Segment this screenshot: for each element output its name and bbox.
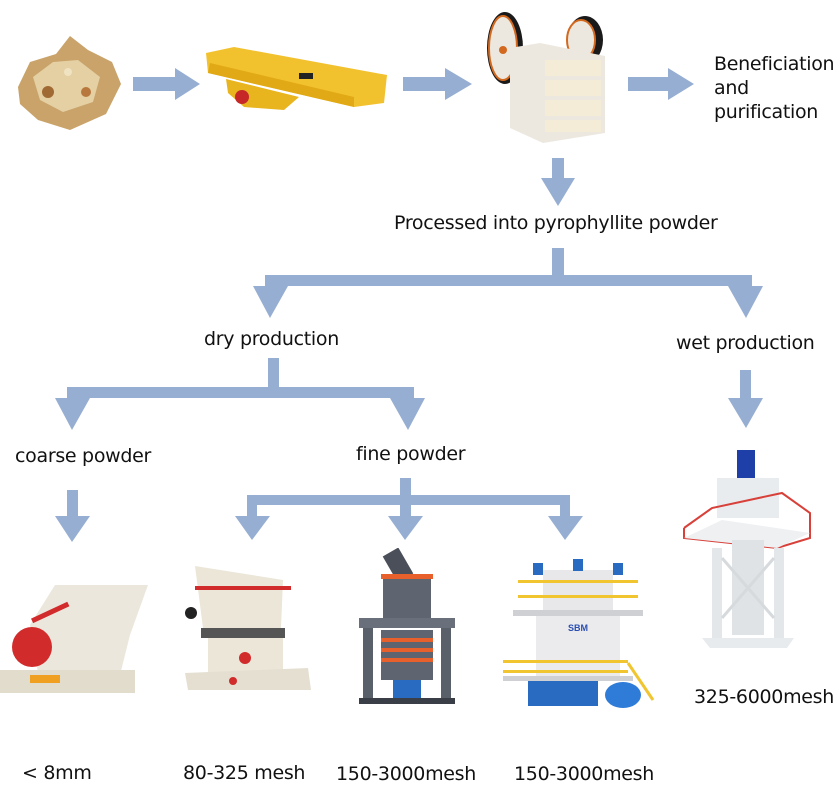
branch-dry — [55, 358, 425, 430]
processed-label: Processed into pyrophyllite powder — [394, 212, 718, 234]
ultrafine-mill-image — [359, 548, 455, 704]
spec-ultrafine-mill: 150-3000mesh — [336, 763, 477, 785]
wet-production-label: wet production — [676, 332, 815, 354]
arrow-wet-to-mill — [728, 370, 763, 428]
hammer-crusher-image — [0, 585, 148, 693]
beneficiation-line-1: Beneficiation — [714, 53, 835, 75]
vibrating-feeder-image — [206, 47, 387, 110]
arrow-crusher-to-processed — [541, 158, 575, 206]
vertical-mill-image: SBM — [503, 559, 655, 708]
spec-wet-stirred-mill: 325-6000mesh — [694, 686, 835, 708]
coarse-powder-label: coarse powder — [15, 445, 152, 467]
raymond-mill-image — [185, 566, 311, 690]
beneficiation-line-2: and — [714, 77, 749, 99]
svg-text:SBM: SBM — [568, 623, 588, 633]
arrow-crusher-to-beneficiation — [628, 68, 694, 100]
wet-stirred-mill-image — [683, 450, 811, 648]
arrow-ore-to-feeder — [133, 68, 200, 100]
beneficiation-line-3: purification — [714, 101, 819, 123]
beneficiation-label: Beneficiation and purification — [714, 52, 835, 124]
arrow-feeder-to-crusher — [403, 68, 472, 100]
arrow-coarse-to-crusher — [55, 490, 90, 542]
branch-fine — [235, 478, 583, 540]
fine-powder-label: fine powder — [356, 443, 466, 465]
spec-raymond-mill: 80-325 mesh — [183, 762, 306, 784]
branch-processed — [253, 248, 763, 318]
spec-hammer-crusher: < 8mm — [22, 762, 92, 784]
pyrophyllite-ore-image — [18, 36, 121, 130]
dry-production-label: dry production — [204, 328, 339, 350]
jaw-crusher-image — [487, 12, 605, 143]
spec-vertical-mill: 150-3000mesh — [514, 763, 655, 785]
